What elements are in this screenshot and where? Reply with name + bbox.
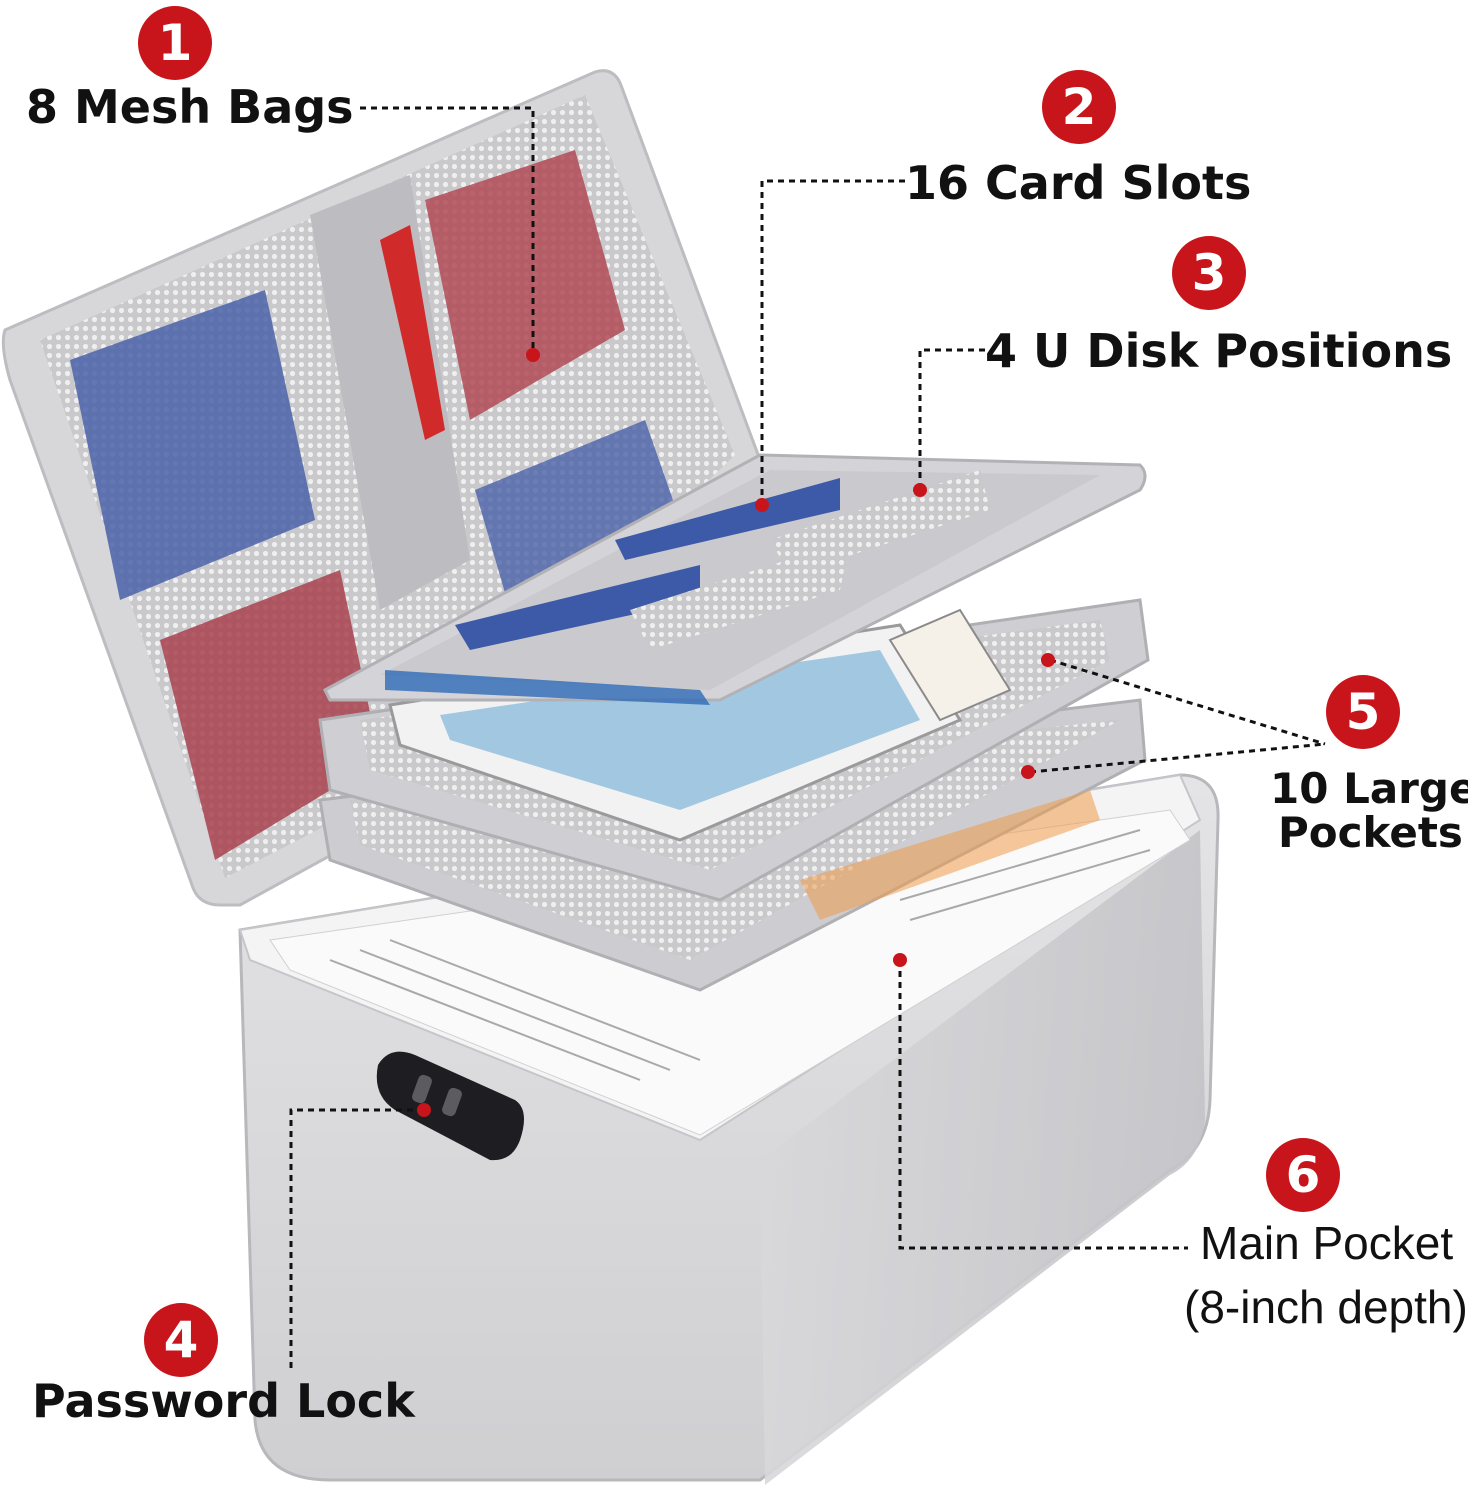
callout-label-4: Password Lock (32, 1374, 415, 1428)
dot-2 (755, 498, 769, 512)
leader-2 (760, 179, 905, 505)
callout-label-5-line2: Pockets (1278, 808, 1463, 857)
callout-label-5-line1: 10 Large (1270, 764, 1468, 813)
callout-badge-1: 1 (138, 6, 212, 80)
leader-4 (289, 1108, 424, 1370)
dot-1 (526, 348, 540, 362)
passport-blue-right (475, 420, 680, 610)
callout-label-6-line2: (8-inch depth) (1184, 1281, 1468, 1333)
callout-badge-3: 3 (1172, 236, 1246, 310)
callout-label-6-line1: Main Pocket (1200, 1217, 1454, 1269)
leader-5a (1049, 658, 1326, 746)
dot-5b (1021, 765, 1035, 779)
passport-red-bottom (160, 570, 380, 860)
dot-4 (417, 1103, 431, 1117)
password-lock (376, 1051, 524, 1161)
phone (888, 608, 1012, 722)
callout-label-3: 4 U Disk Positions (985, 324, 1453, 378)
leader-5b (1029, 742, 1326, 774)
passport-red-top (425, 150, 625, 420)
red-card (380, 225, 445, 440)
passport-blue-left (70, 290, 315, 600)
leader-3 (918, 348, 985, 490)
lid (1, 69, 762, 907)
callout-badge-5: 5 (1326, 675, 1400, 749)
callout-leaders (289, 106, 1326, 1370)
dot-6 (893, 953, 907, 967)
callout-label-2: 16 Card Slots (905, 156, 1252, 210)
leader-6 (898, 960, 1188, 1250)
callout-label-1: 8 Mesh Bags (26, 80, 354, 134)
callout-dots (417, 348, 1055, 1117)
dot-3 (913, 483, 927, 497)
callout-badge-2: 2 (1042, 70, 1116, 144)
callout-badge-6: 6 (1266, 1138, 1340, 1212)
leader-1 (360, 106, 535, 355)
organizer-panels (318, 453, 1150, 992)
callout-badge-4: 4 (144, 1303, 218, 1377)
dot-5a (1041, 653, 1055, 667)
